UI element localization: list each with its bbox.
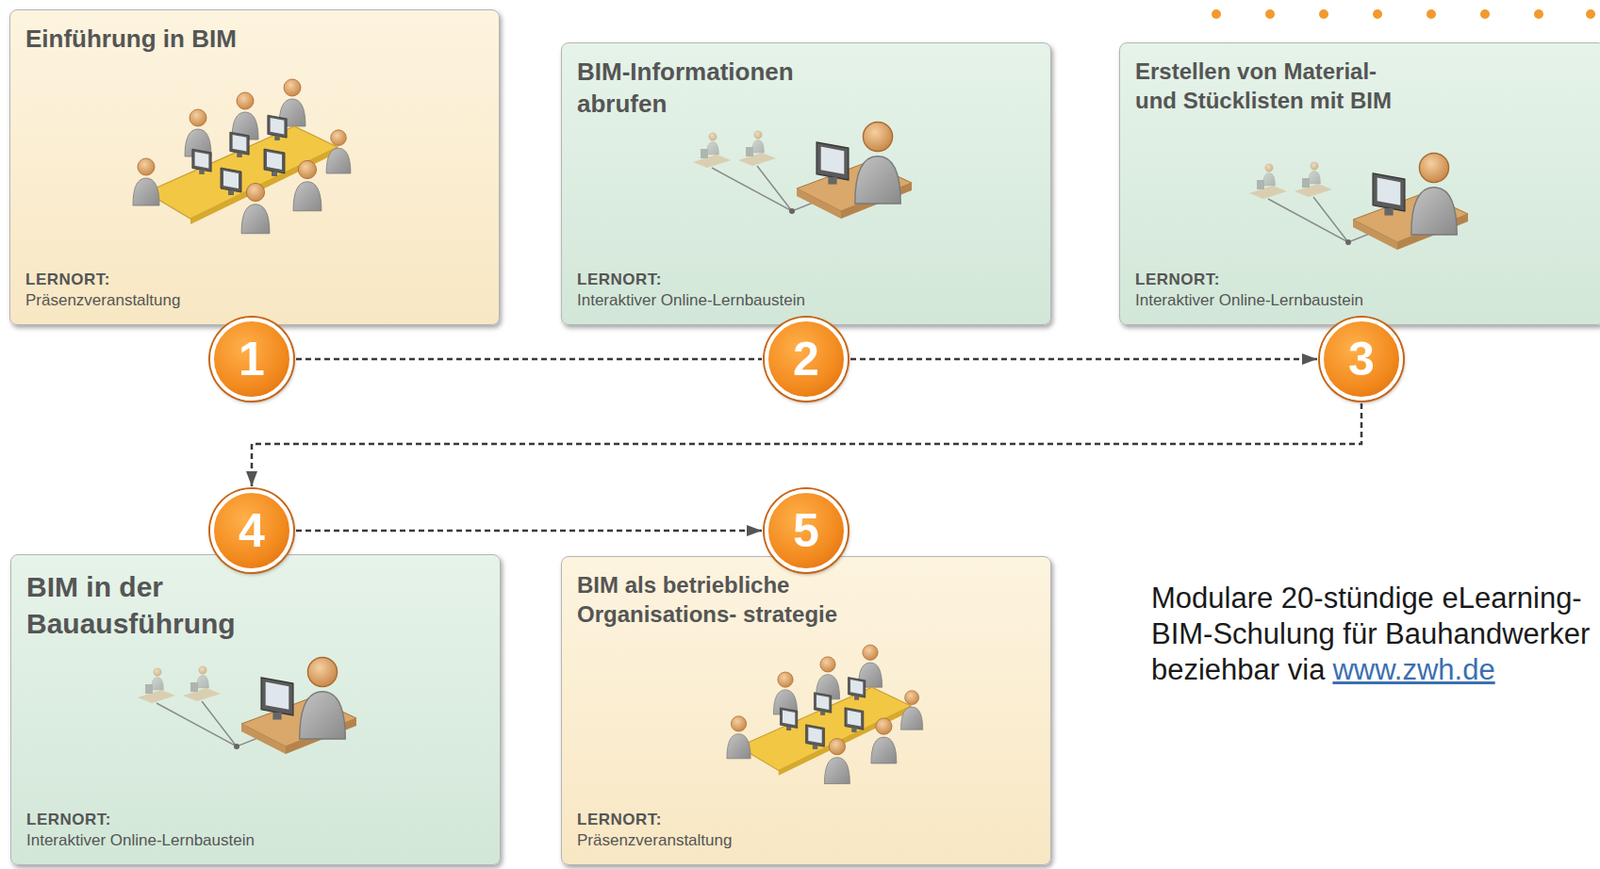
module-title: BIM-Informationen abrufen	[577, 56, 860, 121]
location-label: LERNORT:	[25, 269, 181, 291]
module-box: BIM in der BauausführungLERNORT:Interakt…	[10, 554, 501, 866]
workstation-illustration	[1249, 152, 1469, 250]
location-label: LERNORT:	[26, 809, 255, 831]
workstation-illustration	[692, 121, 912, 219]
location-block: LERNORT:Interaktiver Online-Lernbaustein	[26, 809, 255, 852]
dashed-connector	[251, 403, 1362, 487]
location-text: Präsenzveranstaltung	[577, 830, 732, 852]
location-text: Präsenzveranstaltung	[25, 290, 181, 312]
step-number: 1	[238, 335, 265, 383]
location-label: LERNORT:	[1135, 269, 1364, 291]
meeting-illustration	[132, 79, 351, 234]
module-title: Einführung in BIM	[25, 23, 479, 56]
location-label: LERNORT:	[577, 269, 806, 291]
location-label: LERNORT:	[577, 809, 732, 831]
module-title: Erstellen von Material- und Stücklisten …	[1135, 56, 1409, 116]
step-number: 2	[792, 335, 820, 383]
module-box: BIM als betriebliche Organisations- stra…	[560, 556, 1052, 866]
module-title: BIM in der Bauausführung	[26, 568, 272, 643]
module-box: Erstellen von Material- und Stücklisten …	[1119, 42, 1600, 326]
location-block: LERNORT:Präsenzveranstaltung	[577, 809, 732, 852]
location-block: LERNORT:Interaktiver Online-Lernbaustein	[1135, 269, 1364, 312]
meeting-illustration	[726, 644, 924, 784]
workstation-illustration	[137, 657, 357, 755]
step-circle: 3	[1319, 317, 1403, 401]
module-title: BIM als betriebliche Organisations- stra…	[577, 570, 860, 629]
location-text: Interaktiver Online-Lernbaustein	[577, 290, 806, 312]
step-circle: 4	[210, 489, 294, 573]
web-link: www.zwh.de	[1332, 653, 1495, 687]
location-text: Interaktiver Online-Lernbaustein	[1135, 290, 1364, 312]
step-number: 4	[238, 507, 265, 555]
step-circle: 5	[764, 489, 848, 573]
location-block: LERNORT:Interaktiver Online-Lernbaustein	[577, 269, 806, 312]
module-box: Einführung in BIM LERNORT:Präsenzveransta…	[9, 9, 500, 326]
dashed-connector	[296, 358, 762, 362]
step-number: 3	[1348, 335, 1375, 383]
module-box: BIM-Informationen abrufenLERNORT:Interak…	[560, 42, 1052, 326]
dashed-connector	[850, 358, 1318, 362]
step-circle: 2	[764, 317, 848, 401]
step-circle: 1	[210, 317, 294, 401]
step-number: 5	[792, 507, 820, 555]
location-block: LERNORT:Präsenzveranstaltung	[25, 269, 181, 312]
note-block: Modulare 20-stündige eLearning-BIM-Schul…	[1151, 580, 1595, 688]
location-text: Interaktiver Online-Lernbaustein	[26, 830, 255, 852]
decor-dots	[1211, 9, 1596, 19]
dashed-connector	[296, 529, 762, 533]
